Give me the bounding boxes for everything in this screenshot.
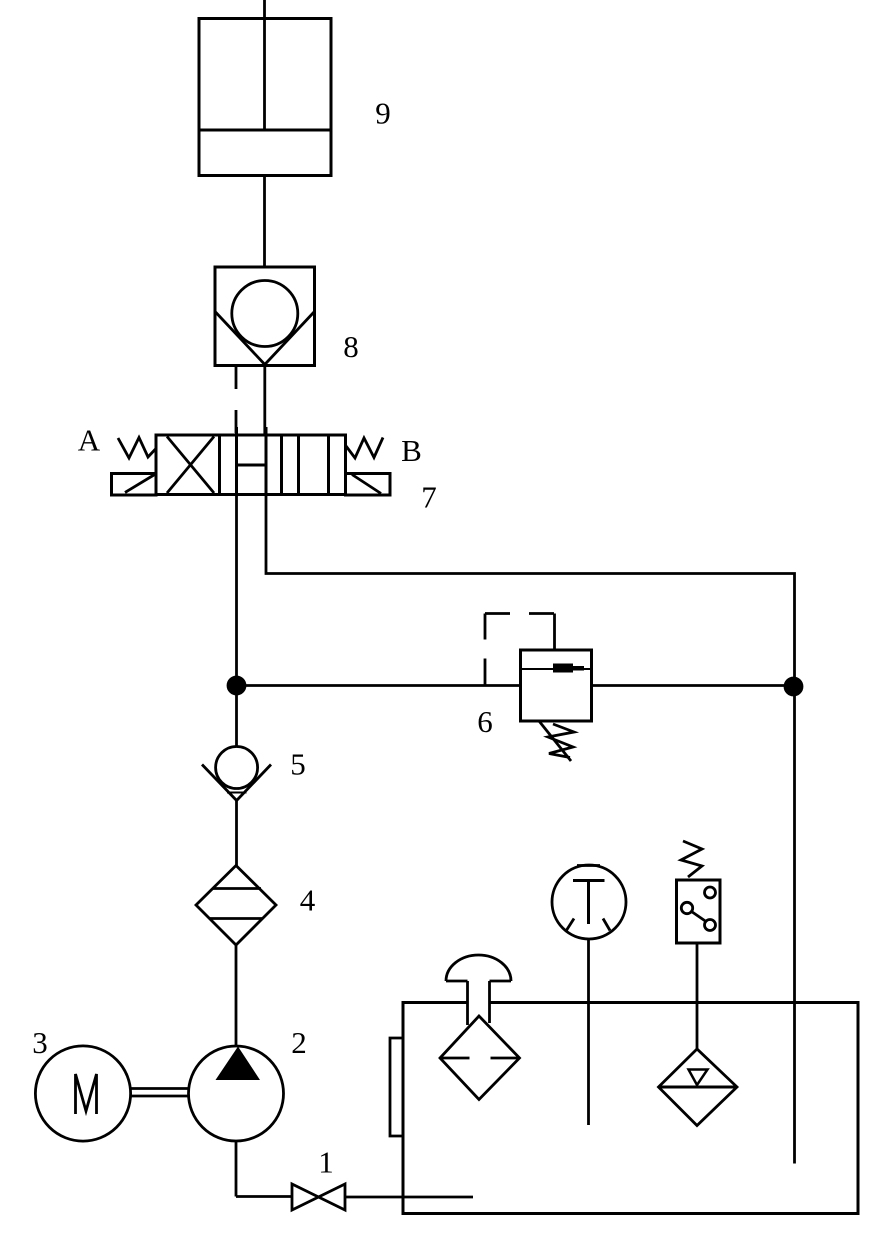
svg-text:3: 3	[32, 1025, 48, 1060]
svg-text:9: 9	[375, 96, 391, 131]
svg-text:7: 7	[421, 480, 437, 515]
svg-text:4: 4	[300, 883, 316, 918]
svg-text:1: 1	[318, 1145, 334, 1180]
svg-text:5: 5	[290, 747, 306, 782]
svg-text:6: 6	[477, 704, 493, 739]
svg-text:2: 2	[291, 1025, 307, 1060]
svg-text:A: A	[78, 423, 101, 458]
svg-text:8: 8	[343, 329, 359, 364]
svg-text:B: B	[401, 433, 422, 468]
